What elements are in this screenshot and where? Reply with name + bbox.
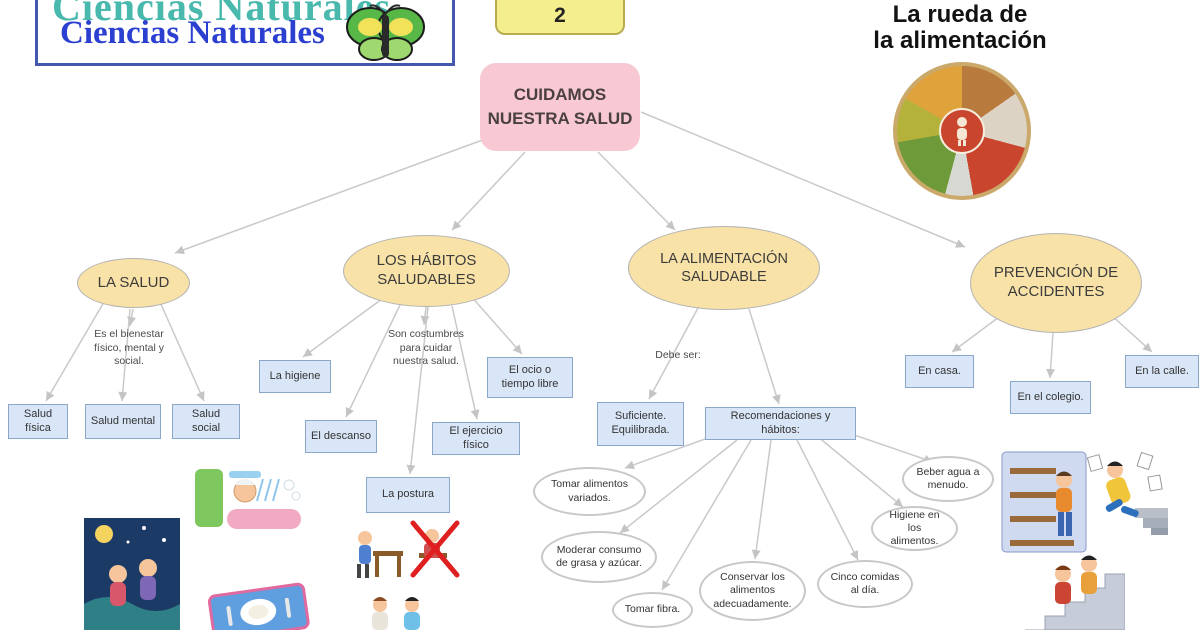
- hygiene-shower-image: [193, 465, 305, 535]
- branch-node-prevencion-accidentes: PREVENCIÓN DE ACCIDENTES: [970, 233, 1142, 333]
- cloud-beber-agua: Beber agua a menudo.: [902, 456, 994, 502]
- butterfly-icon: [338, 3, 434, 63]
- branch-node-habitos-saludables: LOS HÁBITOS SALUDABLES: [343, 235, 510, 307]
- concept-box-suficiente-equilibrada: Suficiente. Equilibrada.: [597, 402, 684, 446]
- cloud-label-conservar-alimentos: Conservar los alimentos adecuadamente.: [713, 571, 792, 610]
- slipping-papers-image: [1085, 448, 1168, 535]
- concept-label-recomendaciones: Recomendaciones y hábitos:: [730, 409, 831, 436]
- branch-label-habitos-saludables: LOS HÁBITOS SALUDABLES: [376, 252, 477, 288]
- concept-label-en-el-colegio: En el colegio.: [1017, 390, 1084, 403]
- unit-number: 2: [554, 4, 566, 27]
- concept-label-salud-social: Salud social: [191, 407, 221, 434]
- concept-box-salud-social: Salud social: [172, 404, 240, 439]
- cloud-moderar-grasa-azucar: Moderar consumo de grasa y azúcar.: [541, 531, 657, 583]
- concept-box-ejercicio-fisico: El ejercicio físico: [432, 422, 520, 455]
- cloud-label-tomar-fibra: Tomar fibra.: [624, 603, 681, 616]
- branch-node-la-salud: LA SALUD: [77, 258, 190, 308]
- concept-box-el-ocio: El ocio o tiempo libre: [487, 357, 573, 398]
- concept-label-ejercicio-fisico: El ejercicio físico: [449, 424, 503, 451]
- concept-label-salud-fisica: Salud física: [23, 407, 53, 434]
- concept-box-salud-mental: Salud mental: [85, 404, 161, 439]
- concept-label-el-ocio: El ocio o tiempo libre: [501, 363, 559, 390]
- concept-box-en-el-colegio: En el colegio.: [1010, 381, 1091, 414]
- table-setting-image: [205, 580, 312, 630]
- cloud-label-beber-agua: Beber agua a menudo.: [916, 465, 980, 491]
- note-la-salud-definition: Es el bienestar físico, mental y social.: [93, 328, 165, 368]
- cloud-label-moderar-grasa-azucar: Moderar consumo de grasa y azúcar.: [556, 543, 642, 569]
- concept-box-salud-fisica: Salud física: [8, 404, 68, 439]
- cloud-higiene-alimentos: Higiene en los alimentos.: [871, 506, 958, 551]
- standing-kids-image: [350, 596, 442, 630]
- concept-box-recomendaciones: Recomendaciones y hábitos:: [705, 407, 856, 440]
- food-wheel-image: [893, 62, 1031, 200]
- concept-label-la-postura: La postura: [382, 488, 434, 501]
- root-topic-node: CUIDAMOS NUESTRA SALUD: [480, 63, 640, 151]
- leisure-night-kids-image: [84, 518, 180, 630]
- concept-label-el-descanso: El descanso: [311, 429, 371, 442]
- note-habitos-definition: Son costumbres para cuidar nuestra salud…: [388, 328, 464, 368]
- unit-number-badge: 2: [495, 0, 625, 35]
- posture-desk-crossed-image: [347, 517, 460, 580]
- food-wheel-title: La rueda de la alimentación: [845, 1, 1075, 55]
- subject-title: Ciencias Naturales: [60, 15, 325, 51]
- cloud-tomar-fibra: Tomar fibra.: [612, 592, 693, 628]
- concept-box-la-higiene: La higiene: [259, 360, 331, 393]
- branch-label-prevencion-accidentes: PREVENCIÓN DE ACCIDENTES: [993, 264, 1119, 300]
- concept-label-suficiente-equilibrada: Suficiente. Equilibrada.: [611, 410, 670, 436]
- school-accident-stairs-image: [1025, 550, 1126, 630]
- concept-label-salud-mental: Salud mental: [90, 414, 156, 427]
- subject-title-decorative: Ciencias Naturales: [52, 0, 392, 29]
- branch-label-alimentacion-saludable: LA ALIMENTACIÓN SALUDABLE: [660, 250, 788, 285]
- branch-label-la-salud: LA SALUD: [97, 273, 170, 291]
- food-wheel-title-line2: la alimentación: [873, 27, 1047, 55]
- cloud-label-tomar-alimentos-variados: Tomar alimentos variados.: [550, 478, 629, 504]
- concept-label-la-higiene: La higiene: [269, 369, 321, 382]
- cloud-label-higiene-alimentos: Higiene en los alimentos.: [889, 508, 940, 548]
- concept-box-la-postura: La postura: [366, 477, 450, 513]
- concept-box-en-la-calle: En la calle.: [1125, 355, 1199, 388]
- concept-label-en-casa: En casa.: [918, 364, 961, 377]
- cloud-conservar-alimentos: Conservar los alimentos adecuadamente.: [699, 561, 806, 621]
- branch-node-alimentacion-saludable: LA ALIMENTACIÓN SALUDABLE: [628, 226, 820, 310]
- cloud-label-cinco-comidas: Cinco comidas al día.: [830, 570, 900, 596]
- concept-label-en-la-calle: En la calle.: [1135, 364, 1189, 377]
- cloud-cinco-comidas: Cinco comidas al día.: [817, 560, 913, 608]
- concept-box-el-descanso: El descanso: [305, 420, 377, 453]
- home-accident-climbing-image: [998, 448, 1090, 556]
- food-wheel-center: [939, 108, 985, 154]
- food-wheel-title-line1: La rueda de: [892, 1, 1028, 28]
- subject-title-box: Ciencias Naturales Ciencias Naturales: [35, 0, 455, 66]
- root-topic-label: CUIDAMOS NUESTRA SALUD: [487, 85, 633, 128]
- concept-box-en-casa: En casa.: [905, 355, 974, 388]
- cloud-tomar-alimentos-variados: Tomar alimentos variados.: [533, 467, 646, 516]
- note-alimentacion-debe-ser: Debe ser:: [655, 349, 701, 361]
